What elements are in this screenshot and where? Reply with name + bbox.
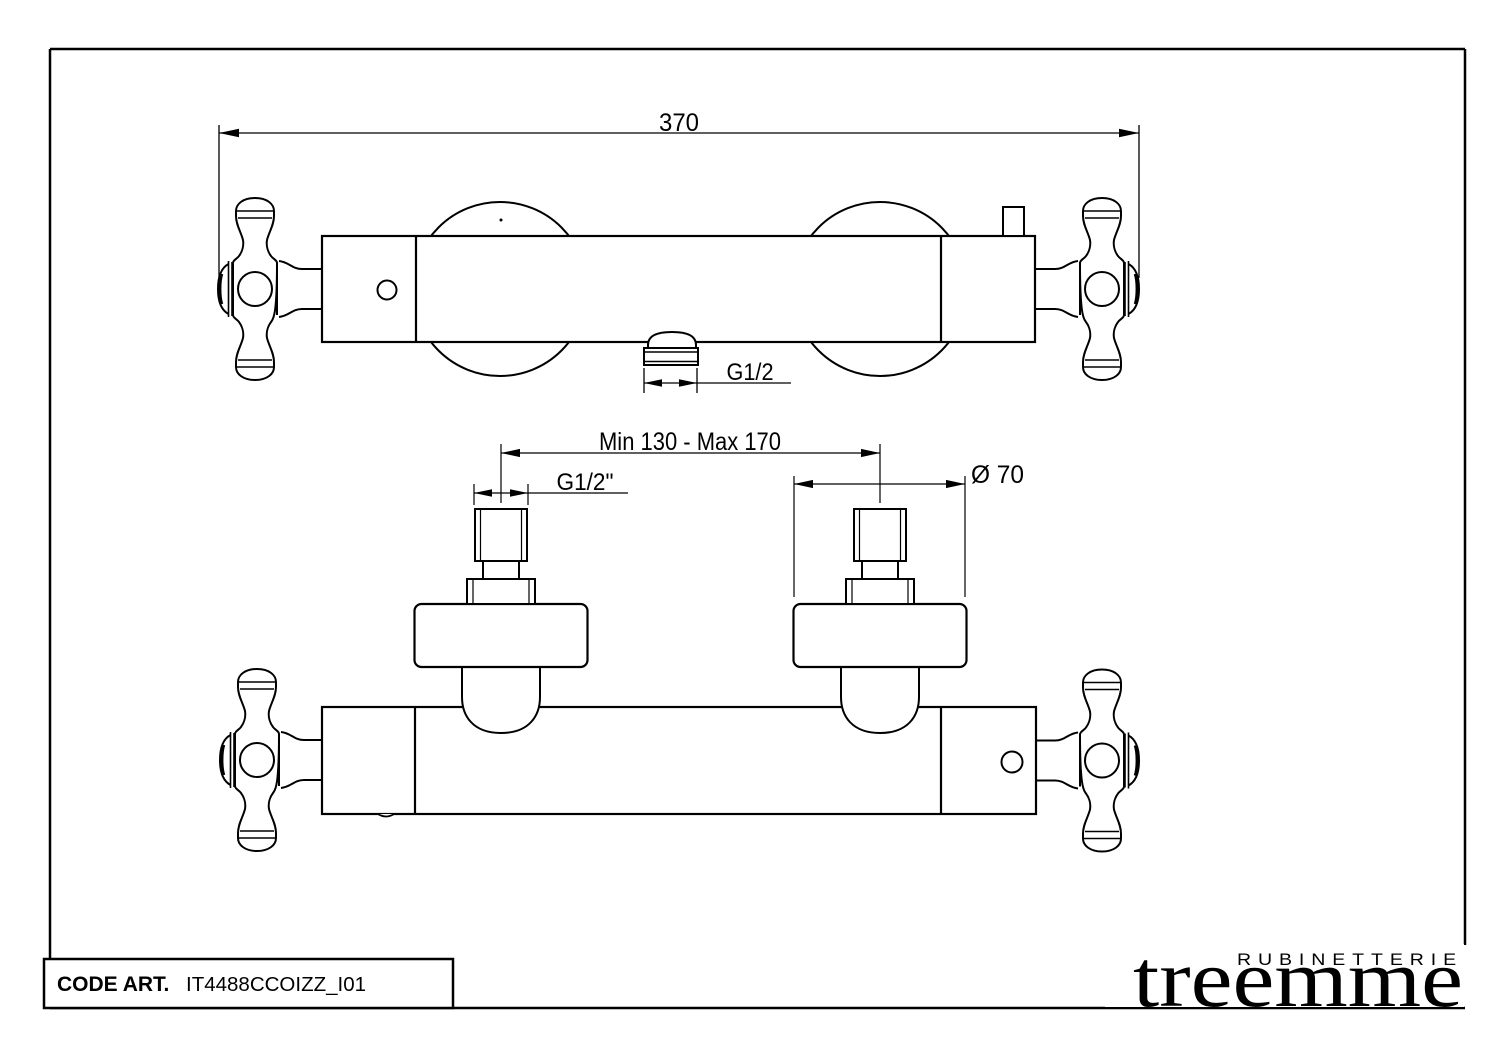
outlet-port: [643, 330, 699, 366]
arrowhead-right-icon: [946, 479, 965, 489]
brand-tagline: RUBINETTERIE: [1237, 950, 1463, 969]
arrowhead-left-icon: [219, 128, 239, 138]
dim-label-inlet-spacing: Min 130 - Max 170: [599, 428, 781, 456]
dimension-inlet-g12: G1/2": [473, 469, 628, 505]
valve-body-top: [320, 206, 1037, 344]
dim-label-inlet-thread: G1/2": [557, 469, 614, 496]
brand-logo: RUBINETTERIE treemme: [1105, 933, 1464, 1024]
arrowhead-right-icon: [1119, 128, 1139, 138]
arrowhead-right-icon: [861, 448, 880, 458]
cross-handle-right-front: [1034, 668, 1141, 853]
code-art-value: IT4488CCOIZZ_I01: [186, 973, 366, 996]
arrowhead-right-icon: [679, 379, 697, 387]
arrowhead-right-icon: [510, 489, 528, 497]
dimension-escutcheon-dia70: Ø 70: [793, 461, 1024, 597]
cross-handle-right-top: [1034, 196, 1141, 382]
dim-label-escutcheon-diameter: Ø 70: [971, 461, 1024, 489]
center-mark-dot: [499, 218, 503, 222]
valve-body-front: [320, 705, 1038, 818]
inlet-assembly-left: [413, 507, 589, 735]
front-view: Min 130 - Max 170 G1/2" Ø 70: [218, 428, 1141, 853]
drawing-frame: [48, 47, 1467, 1010]
screw-hole: [376, 279, 398, 301]
cross-handle-left-top: [216, 196, 323, 382]
arrowhead-left-icon: [501, 448, 520, 458]
screw-hole: [1000, 750, 1024, 774]
inlet-assembly-right: [792, 507, 968, 735]
arrowhead-left-icon: [474, 489, 492, 497]
code-art-label: CODE ART.: [57, 973, 169, 996]
brand-name: treemme: [1133, 933, 1463, 1024]
dimension-outlet-g12: G1/2: [643, 359, 791, 393]
dimension-inlet-spacing: Min 130 - Max 170: [500, 428, 881, 503]
dim-label-overall-width: 370: [659, 109, 699, 137]
diverter-stub: [1002, 206, 1025, 237]
dimension-overall-370: 370: [218, 109, 1140, 278]
title-block: CODE ART. IT4488CCOIZZ_I01: [42, 957, 455, 1010]
cross-handle-left-front: [218, 667, 325, 853]
arrowhead-left-icon: [794, 479, 813, 489]
arrowhead-left-icon: [644, 379, 662, 387]
drain-screw-detail: [377, 813, 395, 818]
dim-label-outlet-thread: G1/2: [727, 359, 774, 386]
top-view: 370 G1/2: [216, 109, 1141, 393]
